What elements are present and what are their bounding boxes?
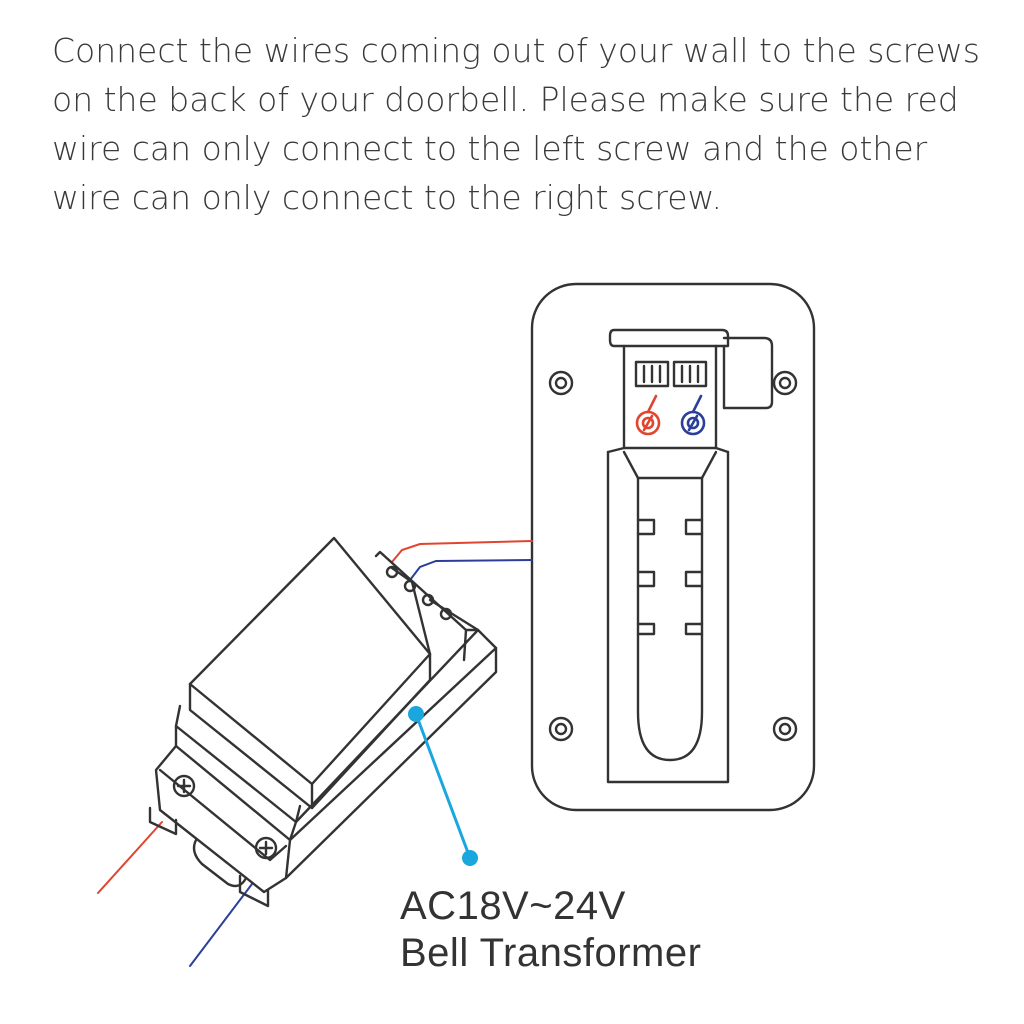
mounting-hole-bottom-left (548, 716, 574, 742)
transformer-name-label: Bell Transformer (400, 931, 702, 975)
mounting-hole-top-left (548, 370, 574, 396)
transformer-callout (408, 706, 478, 866)
blue-wire-out (189, 883, 253, 967)
blue-wire-to-doorbell (409, 559, 533, 581)
blue-terminal-screw (680, 394, 706, 436)
instruction-paragraph: Connect the wires coming out of your wal… (52, 31, 980, 217)
red-wire-to-doorbell (391, 540, 533, 563)
mounting-hole-top-right (772, 370, 798, 396)
doorbell-back-plate (530, 282, 816, 812)
terminal-connector-right (672, 360, 708, 388)
red-wire-out (97, 821, 163, 894)
terminal-connector-left (634, 360, 670, 388)
transformer-voltage-label: AC18V~24V (400, 884, 626, 928)
bell-transformer (148, 536, 498, 908)
mounting-hole-bottom-right (772, 716, 798, 742)
callout-dot-start (408, 706, 424, 722)
callout-dot-end (462, 850, 478, 866)
red-terminal-screw (635, 394, 661, 436)
